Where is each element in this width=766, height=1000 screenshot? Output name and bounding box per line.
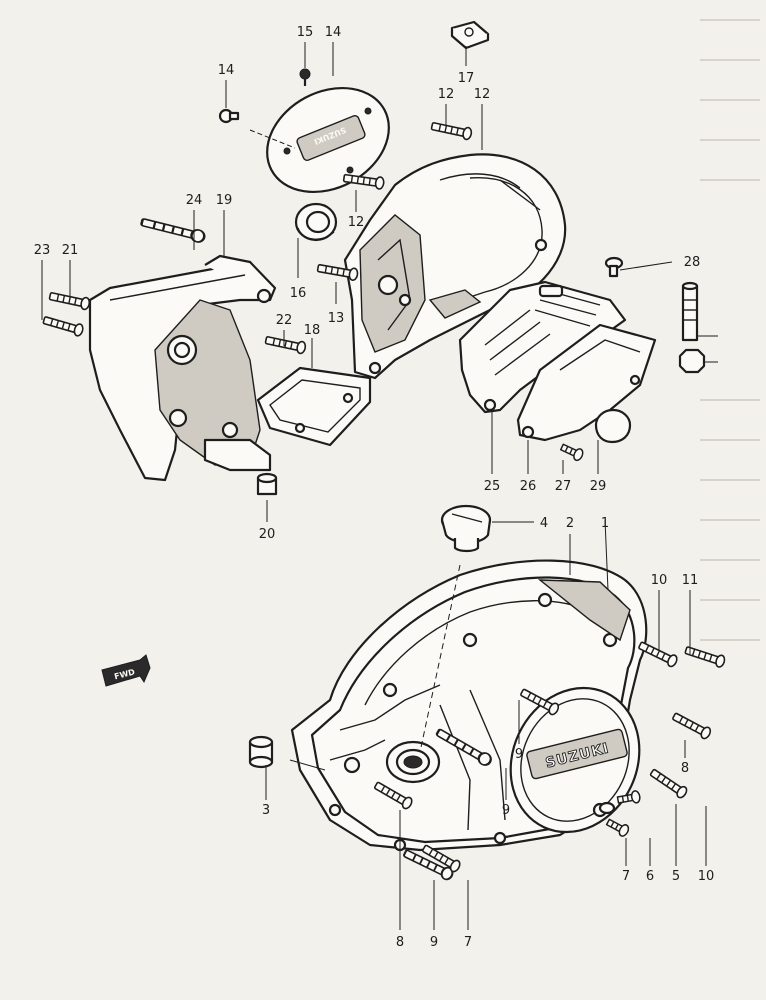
part-27-plug-cap [594, 408, 632, 444]
part-21-bolt [41, 313, 85, 338]
callout-12-top: 12 [438, 87, 455, 102]
callout-7-bottom: 7 [464, 935, 472, 950]
callout-7-right: 7 [622, 869, 630, 884]
part-15-seal [294, 202, 338, 242]
callout-9-upper: 9 [515, 747, 523, 762]
callout-25: 27 [555, 479, 572, 494]
scan-ghost-lines [700, 19, 760, 641]
part-6-washer [598, 801, 616, 815]
callout-20-mid: 22 [276, 313, 293, 328]
callout-10-left: 10 [651, 573, 668, 588]
part-14-screw-a [299, 68, 311, 86]
callout-18: 19 [216, 193, 233, 208]
callout-20-left: 21 [62, 243, 79, 258]
callout-10-right: 11 [682, 573, 699, 588]
part-8-bolt-right [670, 709, 713, 741]
part-26-screw [604, 256, 624, 278]
part-25-screw [558, 440, 586, 463]
fwd-arrow-indicator: FWD [101, 654, 151, 687]
part-22-bolt [139, 214, 207, 245]
callout-9-mid: 9 [502, 803, 510, 818]
callout-labels: 15 14 14 17 12 12 12 24 19 23 21 16 13 2… [34, 25, 715, 950]
callout-5: 5 [672, 869, 680, 884]
part-19-spacer [256, 472, 278, 496]
callout-13: 14 [325, 25, 342, 40]
callout-21: 23 [34, 243, 51, 258]
callout-8-bottom: 8 [396, 935, 404, 950]
part-7-screw-right [604, 815, 631, 839]
part-17-gasket-plate [256, 366, 372, 447]
callout-14-left: 14 [218, 63, 235, 78]
callout-11: 12 [474, 87, 491, 102]
leader-lines [41, 42, 718, 930]
part-14-screw-b [218, 108, 240, 124]
callout-17: 18 [304, 323, 321, 338]
part-24-end-cover [516, 323, 657, 442]
callout-22: 24 [186, 193, 203, 208]
part-12-bolt-a [429, 119, 474, 141]
part-4-filler-cap [440, 504, 492, 553]
part-16-clip [450, 20, 490, 50]
callout-23: 25 [484, 479, 501, 494]
callout-1: 1 [601, 516, 609, 531]
callout-8-right: 8 [681, 761, 689, 776]
part-13-emblem-cover: SUZUKI [266, 86, 390, 194]
part-3-dowel [248, 735, 274, 769]
callout-2: 2 [566, 516, 574, 531]
callout-27: 29 [590, 479, 607, 494]
callout-16: 17 [458, 71, 475, 86]
part-28-stud [681, 281, 699, 342]
callout-3: 3 [262, 803, 270, 818]
callout-12-mid: 12 [348, 215, 365, 230]
callout-14-top: 15 [297, 25, 314, 40]
callout-15: 16 [290, 286, 307, 301]
callout-9-bottom: 9 [430, 935, 438, 950]
callout-4: 4 [540, 516, 548, 531]
part-18-bracket-cover [88, 254, 277, 482]
part-20-bolt-mid [263, 333, 308, 355]
callout-24: 26 [520, 479, 537, 494]
callout-9-right: 10 [698, 869, 715, 884]
callout-26: 28 [684, 255, 701, 270]
part-29-nut [678, 348, 706, 374]
callout-12-low: 13 [328, 311, 345, 326]
callout-19: 20 [259, 527, 276, 542]
callout-6: 6 [646, 869, 654, 884]
